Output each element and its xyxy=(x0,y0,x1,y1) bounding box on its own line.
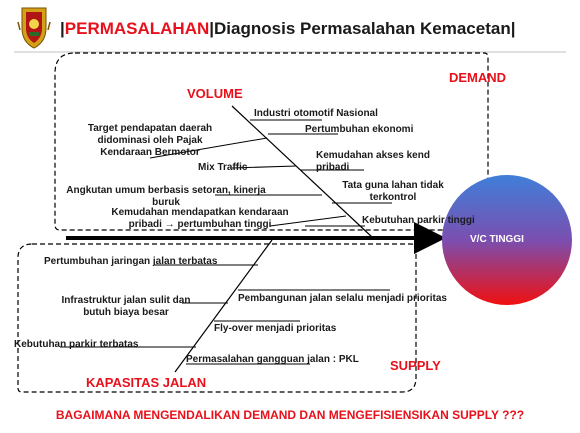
volume-cause-item: Kemudahan mendapatkan kendaraan pribadi … xyxy=(111,207,289,230)
title-subtitle: Diagnosis Permasalahan Kemacetan xyxy=(214,19,511,38)
volume-bone xyxy=(231,105,374,239)
vc-tinggi-circle xyxy=(442,175,572,305)
title-bar-mid: | xyxy=(209,19,215,38)
volume-cause-item: Kebutuhan parkir tinggi xyxy=(362,215,475,226)
footer-question: BAGAIMANA MENGENDALIKAN DEMAND DAN MENGE… xyxy=(55,408,525,422)
kapasitas-bone xyxy=(174,239,273,373)
coat-of-arms-icon xyxy=(17,7,51,49)
volume-cause-item: Angkutan umum berbasis setoran, kinerja … xyxy=(66,185,266,208)
volume-cause-item: Kemudahan akses kend pribadi xyxy=(316,150,430,173)
kapasitas-cause-item: Infrastruktur jalan sulit dan butuh biay… xyxy=(61,295,191,318)
kapasitas-cause-item: Fly-over menjadi prioritas xyxy=(214,323,337,334)
kapasitas-cause-item: Permasalahan gangguan jalan : PKL xyxy=(186,354,359,365)
volume-label: VOLUME xyxy=(187,86,243,101)
demand-label: DEMAND xyxy=(449,70,507,85)
page-title: | PERMASALAHAN | Diagnosis Permasalahan … xyxy=(60,12,515,46)
title-bar-left: | xyxy=(60,19,65,38)
volume-cause-item: Target pendapatan daerah didominasi oleh… xyxy=(87,123,213,158)
title-bar-right: | xyxy=(510,19,516,38)
volume-cause-item: Mix Traffic xyxy=(198,162,248,173)
volume-cause-item: Industri otomotif Nasional xyxy=(254,108,378,119)
volume-cause-item: Pertumbuhan ekonomi xyxy=(305,124,414,135)
kapasitas-label: KAPASITAS JALAN xyxy=(86,375,207,390)
supply-label: SUPPLY xyxy=(390,358,441,373)
kapasitas-cause-item: Pembangunan jalan selalu menjadi priorit… xyxy=(238,293,447,304)
vc-tinggi-label: V/C TINGGI xyxy=(470,234,524,245)
kapasitas-cause-item: Kebutuhan parkir terbatas xyxy=(14,339,139,350)
kapasitas-cause-item: Pertumbuhan jaringan jalan terbatas xyxy=(44,256,218,267)
volume-cause-item: Tata guna lahan tidak terkontrol xyxy=(342,180,444,203)
title-keyword: PERMASALAHAN xyxy=(64,19,210,38)
